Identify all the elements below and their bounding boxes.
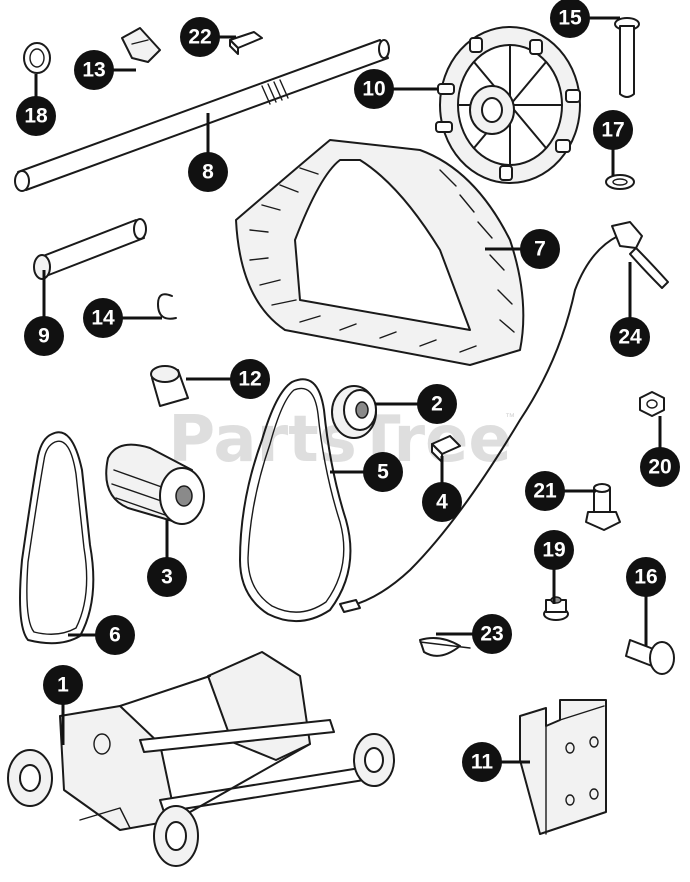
part-3-drive-pulley <box>105 443 205 525</box>
callout-18-label: 18 <box>24 105 48 128</box>
callout-19-label: 19 <box>542 539 565 562</box>
callout-9-label: 9 <box>38 325 50 348</box>
callout-13-label: 13 <box>82 59 105 82</box>
part-4-key <box>431 435 461 463</box>
part-12-bushing <box>150 365 189 407</box>
callout-5-label: 5 <box>377 461 389 484</box>
part-20-nut <box>639 391 665 417</box>
callout-8-label: 8 <box>202 161 214 184</box>
part-24-control-cable <box>339 221 669 613</box>
part-1-frame-assembly <box>7 651 395 867</box>
part-7-track <box>235 139 525 366</box>
callout-11-label: 11 <box>471 751 494 774</box>
callout-6-label: 6 <box>109 624 121 647</box>
callout-14: 14 <box>83 298 123 338</box>
callout-12-label: 12 <box>238 368 261 391</box>
part-21-bolt <box>585 483 621 531</box>
part-17-retaining-ring <box>605 174 635 190</box>
callout-14-label: 14 <box>91 307 115 330</box>
callout-21-label: 21 <box>533 480 557 503</box>
callout-16-label: 16 <box>634 566 657 589</box>
callout-13: 13 <box>74 50 114 90</box>
callout-15: 15 <box>550 0 590 38</box>
callout-1-label: 1 <box>57 674 69 697</box>
part-16-clevis-pin <box>625 639 675 675</box>
callout-4: 4 <box>422 482 462 522</box>
part-9-spacer-tube <box>33 218 147 280</box>
callout-1: 1 <box>43 665 83 705</box>
callout-8: 8 <box>188 152 228 192</box>
part-13-clip <box>121 27 161 63</box>
callout-18: 18 <box>16 96 56 136</box>
callout-5: 5 <box>363 452 403 492</box>
callout-6: 6 <box>95 615 135 655</box>
callout-10-label: 10 <box>362 78 385 101</box>
callout-9: 9 <box>24 316 64 356</box>
part-5-belt <box>239 378 352 623</box>
callout-16: 16 <box>626 557 666 597</box>
part-8-axle-shaft <box>14 39 390 192</box>
part-11-bracket <box>519 699 607 835</box>
callout-19: 19 <box>534 530 574 570</box>
part-14-e-ring <box>157 293 177 320</box>
callout-2: 2 <box>417 384 457 424</box>
callout-7: 7 <box>520 229 560 269</box>
callout-4-label: 4 <box>436 491 448 514</box>
callout-2-label: 2 <box>431 393 443 416</box>
part-23-hairpin-clip <box>419 637 471 657</box>
callout-3: 3 <box>147 557 187 597</box>
part-19-flange-nut <box>543 596 569 621</box>
callout-24-label: 24 <box>618 326 642 349</box>
callout-12: 12 <box>230 359 270 399</box>
callout-7-label: 7 <box>534 238 546 261</box>
callout-10: 10 <box>354 69 394 109</box>
callout-24: 24 <box>610 317 650 357</box>
callout-21: 21 <box>525 471 565 511</box>
callout-23-label: 23 <box>480 623 503 646</box>
callout-17-label: 17 <box>601 119 624 142</box>
callout-15-label: 15 <box>558 7 582 30</box>
part-2-pulley <box>331 385 377 439</box>
callout-23: 23 <box>472 614 512 654</box>
callout-20: 20 <box>640 447 680 487</box>
watermark-trademark: ™ <box>505 412 515 423</box>
part-15-pin <box>614 17 640 98</box>
part-6-belt <box>19 431 95 645</box>
callout-22: 22 <box>180 17 220 57</box>
callout-22-label: 22 <box>188 26 211 49</box>
callout-3-label: 3 <box>161 566 173 589</box>
callout-17: 17 <box>593 110 633 150</box>
part-22-key <box>229 31 263 55</box>
part-18-washer <box>23 42 51 74</box>
part-10-drive-sprocket <box>435 26 581 184</box>
callout-11: 11 <box>462 742 502 782</box>
callout-20-label: 20 <box>648 456 671 479</box>
